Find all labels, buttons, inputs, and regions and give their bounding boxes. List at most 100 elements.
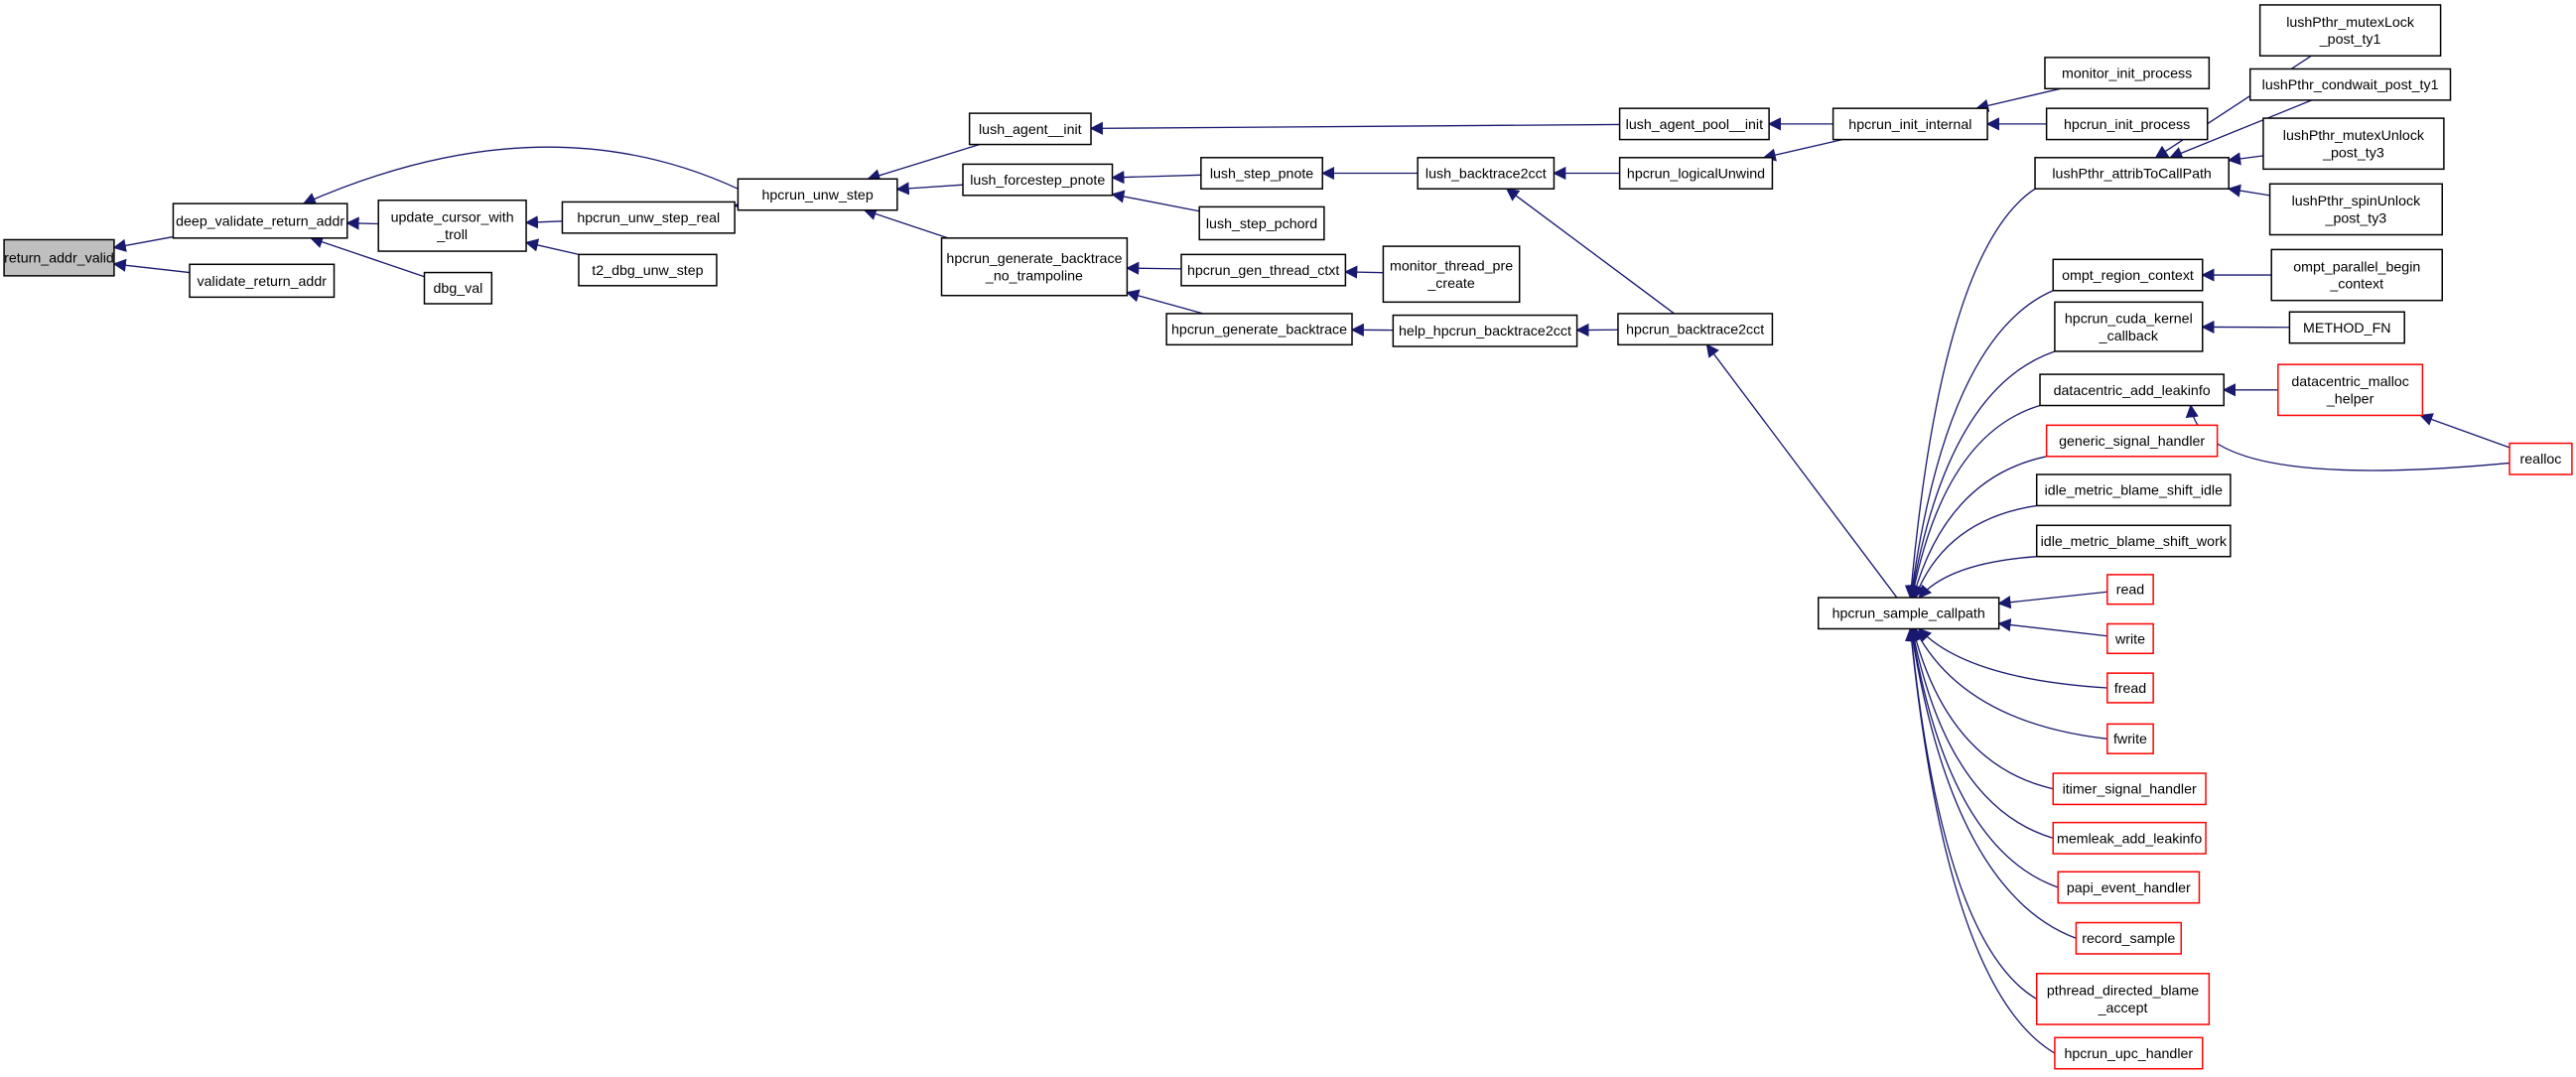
node-lush-agent-init[interactable]: lush_agent__init — [968, 112, 1092, 146]
node-hpcrun-generate-backtrace[interactable]: hpcrun_generate_backtrace — [1165, 313, 1353, 346]
node-box — [561, 201, 736, 234]
node-lush-step-pnote[interactable]: lush_step_pnote — [1200, 157, 1323, 190]
edge-hpcrun-init-internal-to-hpcrun-logicalunwind — [1762, 138, 1843, 162]
node-label: hpcrun_unw_step_real — [577, 210, 720, 226]
node-box — [2045, 424, 2219, 458]
node-lush-agent-pool-init[interactable]: lush_agent_pool__init — [1618, 107, 1770, 141]
node-pthread-directed-blame-accept[interactable]: pthread_directed_blame_accept — [2035, 973, 2211, 1025]
node-label: hpcrun_logicalUnwind — [1627, 166, 1765, 182]
node-idle-metric-blame-shift-idle[interactable]: idle_metric_blame_shift_idle — [2035, 473, 2232, 507]
node-box — [2052, 258, 2204, 292]
node-datacentric-malloc-helper[interactable]: datacentric_malloc_helper — [2277, 363, 2424, 417]
node-label: return_addr_valid — [4, 251, 114, 267]
node-hpcrun-gen-thread-ctxt[interactable]: hpcrun_gen_thread_ctxt — [1180, 253, 1347, 287]
node-idle-metric-blame-shift-work[interactable]: idle_metric_blame_shift_work — [2035, 524, 2232, 558]
node-deep-validate-return-addr[interactable]: deep_validate_return_addr — [172, 202, 348, 239]
node-generic-signal-handler[interactable]: generic_signal_handler — [2045, 424, 2219, 458]
node-lush-step-pchord[interactable]: lush_step_pchord — [1198, 205, 1325, 241]
node-box — [2075, 921, 2183, 955]
edge-lushpthr-condwait-post-ty1-to-lushpthr-attribtocallpath — [2169, 99, 2313, 160]
node-validate-return-addr[interactable]: validate_return_addr — [189, 263, 336, 299]
edge-papi-event-handler-to-hpcrun-sample-callpath — [1906, 627, 2059, 888]
node-hpcrun-backtrace2cct[interactable]: hpcrun_backtrace2cct — [1617, 313, 1774, 346]
node-box — [1617, 313, 1774, 346]
node-hpcrun-generate-backtrace-no-trampoline[interactable]: hpcrun_generate_backtrace_no_trampoline — [940, 237, 1129, 297]
node-hpcrun-sample-callpath[interactable]: hpcrun_sample_callpath — [1817, 597, 2000, 630]
node-monitor-thread-pre-create[interactable]: monitor_thread_pre_create — [1382, 245, 1521, 304]
node-write[interactable]: write — [2106, 622, 2154, 655]
node-box — [2034, 157, 2230, 190]
node-dbg-val[interactable]: dbg_val — [423, 271, 493, 305]
node-box — [940, 237, 1129, 297]
node-memleak-add-leakinfo[interactable]: memleak_add_leakinfo — [2052, 821, 2207, 855]
edge-record-sample-to-hpcrun-sample-callpath — [1906, 627, 2077, 939]
node-box — [2106, 672, 2154, 704]
edge-lushpthr-mutexunlock-post-ty3-to-lushpthr-attribtocallpath — [2227, 152, 2264, 166]
node-update-cursor-with-troll[interactable]: update_cursor_with_troll — [377, 200, 527, 252]
edge-monitor-thread-pre-create-to-hpcrun-gen-thread-ctxt — [1344, 265, 1384, 279]
node-label: idle_metric_blame_shift_work — [2041, 534, 2228, 550]
node-hpcrun-cuda-kernel-callback[interactable]: hpcrun_cuda_kernel_callback — [2054, 301, 2204, 352]
node-hpcrun-upc-handler[interactable]: hpcrun_upc_handler — [2054, 1036, 2204, 1070]
node-lush-forcestep-pnote[interactable]: lush_forcestep_pnote — [962, 163, 1114, 197]
node-method-fn[interactable]: METHOD_FN — [2288, 311, 2405, 344]
node-label: _no_trampoline — [985, 268, 1083, 284]
nodes-layer: return_addr_valid deep_validate_return_ad… — [3, 4, 2573, 1070]
node-ompt-parallel-begin-context[interactable]: ompt_parallel_begin_context — [2270, 248, 2443, 302]
edge-lush-step-pchord-to-lush-forcestep-pnote — [1111, 190, 1200, 212]
node-hpcrun-logicalunwind[interactable]: hpcrun_logicalUnwind — [1618, 157, 1774, 190]
node-ompt-region-context[interactable]: ompt_region_context — [2052, 258, 2204, 292]
node-lushpthr-attribtocallpath[interactable]: lushPthr_attribToCallPath — [2034, 157, 2230, 190]
node-label: ompt_region_context — [2062, 268, 2194, 284]
edge-ompt-region-context-to-hpcrun-sample-callpath — [1906, 290, 2054, 600]
node-lushpthr-condwait-post-ty1[interactable]: lushPthr_condwait_post_ty1 — [2248, 67, 2452, 101]
node-label: datacentric_add_leakinfo — [2054, 383, 2211, 399]
node-label: lush_agent_pool__init — [1626, 117, 1763, 133]
node-hpcrun-unw-step[interactable]: hpcrun_unw_step — [737, 178, 898, 211]
node-help-hpcrun-backtrace2cct[interactable]: help_hpcrun_backtrace2cct — [1392, 314, 1578, 347]
node-label: lushPthr_condwait_post_ty1 — [2262, 77, 2439, 93]
node-label: itimer_signal_handler — [2063, 782, 2197, 798]
node-box — [2054, 1036, 2204, 1070]
edge-update-cursor-with-troll-to-deep-validate-return-addr — [345, 216, 379, 230]
node-fwrite[interactable]: fwrite — [2106, 723, 2154, 754]
edge-dbg-val-to-deep-validate-return-addr — [309, 235, 425, 278]
node-label: hpcrun_generate_backtrace — [946, 251, 1122, 267]
node-return-addr-valid[interactable]: return_addr_valid — [3, 238, 115, 277]
node-label: ompt_parallel_begin — [2293, 259, 2420, 275]
node-label: memleak_add_leakinfo — [2057, 831, 2202, 847]
node-label: hpcrun_gen_thread_ctxt — [1187, 263, 1339, 279]
node-box — [3, 238, 115, 277]
node-box — [578, 253, 718, 287]
edge-datacentric-add-leakinfo-to-hpcrun-sample-callpath — [1907, 404, 2041, 600]
edges-layer — [112, 55, 2510, 1054]
node-box — [1165, 313, 1353, 346]
node-record-sample[interactable]: record_sample — [2075, 921, 2183, 955]
edge-deep-validate-return-addr-to-return-addr-valid — [112, 235, 174, 252]
node-label: update_cursor_with — [391, 210, 514, 226]
node-hpcrun-init-process[interactable]: hpcrun_init_process — [2045, 107, 2209, 141]
node-hpcrun-unw-step-real[interactable]: hpcrun_unw_step_real — [561, 201, 736, 234]
node-lushpthr-spinunlock-post-ty3[interactable]: lushPthr_spinUnlock_post_ty3 — [2268, 183, 2443, 236]
node-t2-dbg-unw-step[interactable]: t2_dbg_unw_step — [578, 253, 718, 287]
edge-hpcrun-unw-step-real-to-update-cursor-with-troll — [524, 215, 563, 229]
node-papi-event-handler[interactable]: papi_event_handler — [2057, 871, 2201, 904]
node-fread[interactable]: fread — [2106, 672, 2154, 704]
node-box — [1817, 597, 2000, 630]
node-hpcrun-init-internal[interactable]: hpcrun_init_internal — [1831, 107, 1988, 141]
node-label: realloc — [2520, 452, 2562, 468]
node-monitor-init-process[interactable]: monitor_init_process — [2044, 57, 2211, 90]
node-itimer-signal-handler[interactable]: itimer_signal_handler — [2052, 772, 2207, 806]
node-label: _post_ty1 — [2319, 32, 2381, 48]
node-box — [2106, 574, 2154, 606]
node-lushpthr-mutexlock-post-ty1[interactable]: lushPthr_mutexLock_post_ty1 — [2258, 4, 2442, 57]
node-lush-backtrace2cct[interactable]: lush_backtrace2cct — [1417, 157, 1556, 190]
node-realloc[interactable]: realloc — [2508, 442, 2573, 475]
node-label: _accept — [2098, 1001, 2148, 1016]
node-lushpthr-mutexunlock-post-ty3[interactable]: lushPthr_mutexUnlock_post_ty3 — [2262, 117, 2445, 171]
node-label: record_sample — [2082, 931, 2175, 947]
node-read[interactable]: read — [2106, 574, 2154, 606]
node-label: lushPthr_spinUnlock — [2292, 194, 2422, 209]
node-datacentric-add-leakinfo[interactable]: datacentric_add_leakinfo — [2039, 373, 2226, 407]
